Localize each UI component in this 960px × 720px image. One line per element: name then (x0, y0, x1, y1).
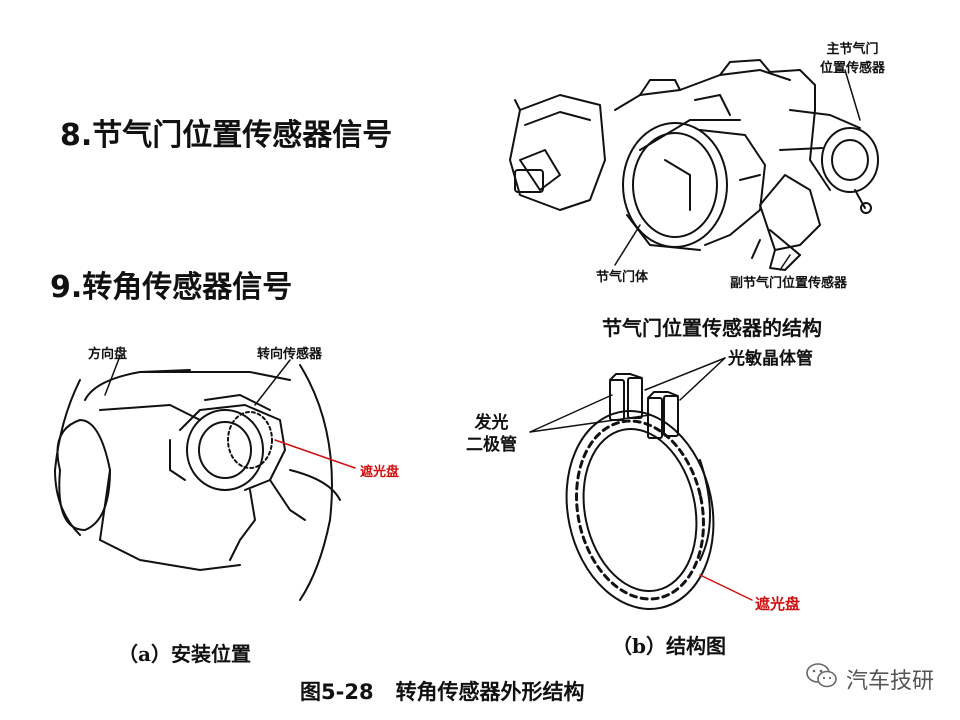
label-shading-disc-b: 遮光盘 (755, 595, 801, 613)
wechat-icon (806, 662, 838, 696)
label-sub-throttle-sensor: 副节气门位置传感器 (730, 276, 848, 291)
figure-caption: 图5-28 转角传感器外形结构 (300, 676, 585, 706)
label-main-throttle-sensor: 主节气门 位置传感器 (820, 42, 886, 76)
caption-install-position: （a）安装位置 (118, 642, 251, 666)
heading-steering-sensor: 9.转角传感器信号 (50, 270, 293, 305)
throttle-body-drawing (509, 59, 879, 271)
caption-structure: （b）结构图 (612, 634, 726, 658)
caption-throttle-structure: 节气门位置传感器的结构 (602, 316, 822, 340)
watermark: 汽车技研 (806, 662, 934, 696)
heading-throttle-sensor: 8.节气门位置传感器信号 (60, 118, 393, 153)
label-steering-sensor: 转向传感器 (257, 347, 323, 362)
steering-install-drawing (54, 355, 356, 601)
figure-number: 图5-28 (300, 680, 374, 704)
steering-structure-drawing (529, 357, 753, 610)
figure-caption-text: 转角传感器外形结构 (395, 680, 585, 704)
label-phototransistor: 光敏晶体管 (728, 349, 813, 369)
label-throttle-body: 节气门体 (596, 270, 649, 285)
label-shading-disc-a: 遮光盘 (360, 465, 400, 480)
label-steering-wheel: 方向盘 (88, 347, 128, 362)
watermark-text: 汽车技研 (845, 669, 934, 694)
label-led: 发光 二极管 (466, 413, 517, 455)
